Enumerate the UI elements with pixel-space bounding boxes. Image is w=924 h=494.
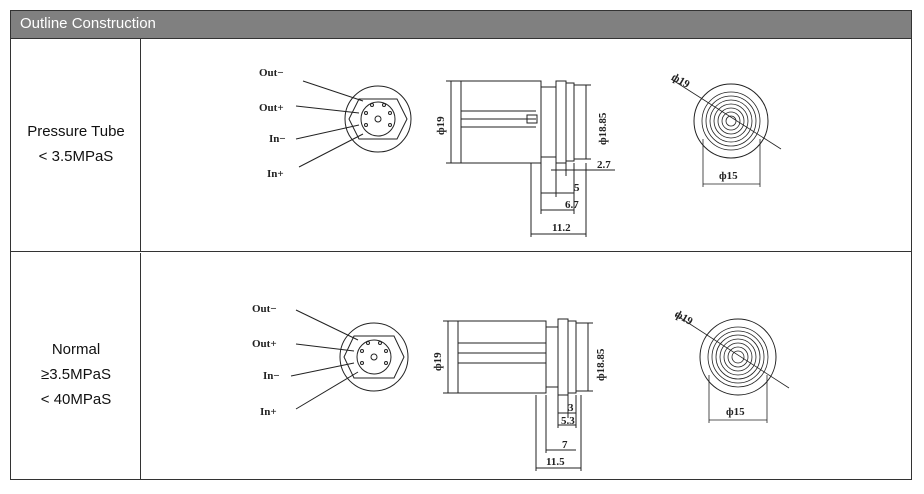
row-label-line3: < 40MPaS bbox=[40, 391, 112, 408]
pin-label-out-plus: Out+ bbox=[259, 102, 284, 114]
table-header: Outline Construction bbox=[11, 11, 911, 39]
dim-11-5: 11.5 bbox=[546, 456, 565, 468]
row-label-line1: Normal bbox=[51, 341, 101, 358]
dim-5: 5 bbox=[574, 182, 580, 194]
face-view bbox=[670, 78, 782, 187]
outline-drawing-pressure-tube: Out− Out+ In− In+ bbox=[259, 67, 782, 237]
dim-3: 3 bbox=[568, 402, 574, 414]
dim-phi18-85: ф18.85 bbox=[597, 112, 609, 145]
header-title: Outline Construction bbox=[20, 15, 156, 32]
drawing-cell: Out− Out+ In− In+ bbox=[141, 39, 911, 251]
dim-7: 7 bbox=[562, 439, 568, 451]
dim-phi19-side: ф19 bbox=[435, 116, 447, 135]
pin-label-in-plus: In+ bbox=[260, 406, 277, 418]
row-label-cell: Pressure Tube < 3.5MPaS bbox=[11, 39, 141, 251]
pin-label-in-minus: In− bbox=[269, 133, 286, 145]
side-view bbox=[443, 318, 593, 471]
row-label-line2: < 3.5MPaS bbox=[38, 148, 114, 165]
row-label-cell: Normal ≥3.5MPaS < 40MPaS bbox=[11, 253, 141, 479]
pin-label-in-minus: In− bbox=[263, 370, 280, 382]
pin-diagram bbox=[290, 309, 409, 410]
drawing-cell: Out− Out+ In− In+ bbox=[141, 253, 911, 479]
dim-phi15: ф15 bbox=[719, 170, 738, 182]
pin-label-out-minus: Out− bbox=[259, 67, 284, 79]
outline-drawing-normal: Out− Out+ In− In+ bbox=[252, 303, 790, 471]
dim-11-2: 11.2 bbox=[552, 222, 571, 234]
face-view bbox=[675, 314, 790, 423]
dim-5-3: 5.3 bbox=[561, 415, 575, 427]
dim-phi19-side: ф19 bbox=[432, 352, 444, 371]
outline-construction-table: Outline Construction Pressure Tube < 3.5… bbox=[10, 10, 912, 480]
dim-phi19-face: ф19 bbox=[670, 71, 693, 91]
dim-2-7: 2.7 bbox=[597, 159, 611, 171]
table-row-normal: Normal ≥3.5MPaS < 40MPaS bbox=[11, 253, 911, 479]
pin-diagram bbox=[295, 80, 412, 168]
pin-label-out-plus: Out+ bbox=[252, 338, 277, 350]
row-label-line2: ≥3.5MPaS bbox=[41, 366, 111, 383]
row-label-line1: Pressure Tube bbox=[27, 123, 125, 140]
dim-6-7: 6.7 bbox=[565, 199, 579, 211]
pin-label-in-plus: In+ bbox=[267, 168, 284, 180]
table-row-pressure-tube: Pressure Tube < 3.5MPaS bbox=[11, 39, 911, 252]
side-view bbox=[446, 80, 615, 237]
dim-phi18-85: ф18.85 bbox=[595, 348, 607, 381]
pin-label-out-minus: Out− bbox=[252, 303, 277, 315]
dim-phi15: ф15 bbox=[726, 406, 745, 418]
